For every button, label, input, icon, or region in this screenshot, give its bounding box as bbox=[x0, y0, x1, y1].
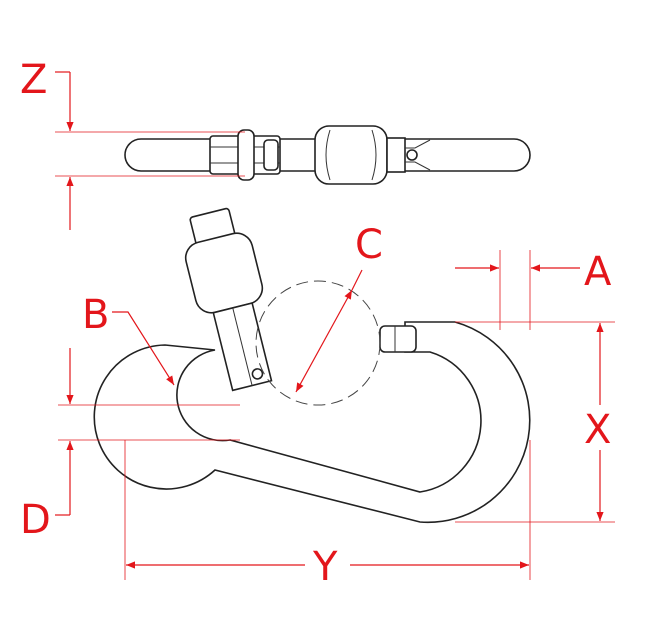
label-c: C bbox=[355, 222, 383, 268]
label-x: X bbox=[584, 407, 611, 453]
dimension-c: C bbox=[255, 222, 383, 406]
label-d: D bbox=[20, 497, 51, 543]
label-y: Y bbox=[312, 544, 338, 590]
dimension-b: B bbox=[82, 292, 175, 386]
top-view bbox=[124, 125, 531, 185]
dimension-a: A bbox=[455, 249, 612, 330]
label-a: A bbox=[584, 249, 612, 295]
dimension-d: D bbox=[20, 348, 240, 543]
label-z: Z bbox=[20, 57, 47, 103]
dimension-y: Y bbox=[124, 440, 531, 590]
dimension-x: X bbox=[455, 321, 615, 523]
snap-hook-side-view bbox=[93, 207, 531, 524]
dimension-z: Z bbox=[20, 57, 245, 230]
label-b: B bbox=[82, 292, 109, 338]
